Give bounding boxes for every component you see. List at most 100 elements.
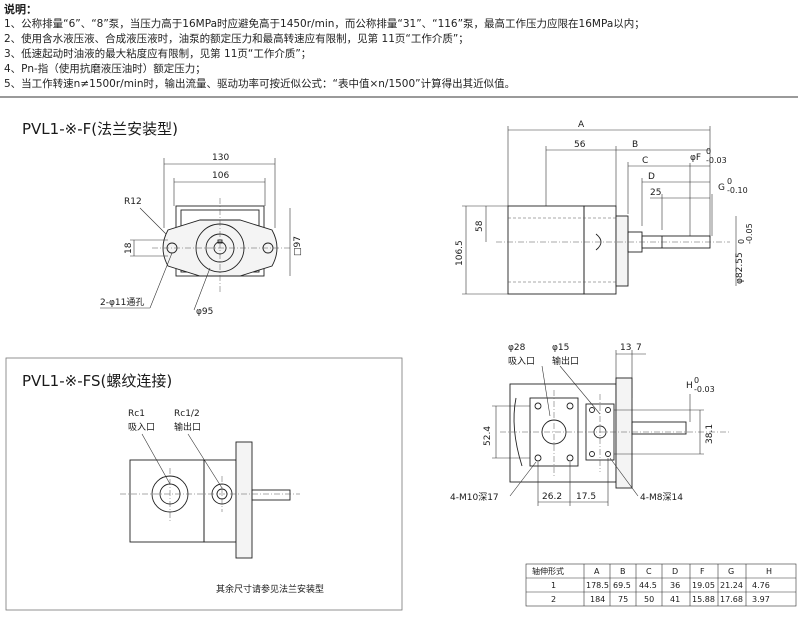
dim-holes-leader [149, 252, 173, 309]
dim-13-text: 13 [620, 343, 631, 353]
rc12-text: Rc1/2 [174, 409, 200, 419]
dim-d-text: D [648, 172, 655, 182]
table-cell-r1-f: 19.05 [692, 581, 715, 590]
table-header-h: H [766, 567, 772, 576]
table-cell-r1-g: 21.24 [720, 581, 743, 590]
note-line-5: 5、当工作转速n≠1500r/min时，输出流量、驱动功率可按近似公式：“表中值… [4, 78, 516, 90]
spec-table: 轴伸形式 A B C D F G H 1 178.5 69.5 44.5 36 … [525, 563, 797, 607]
side-flange [615, 215, 629, 287]
dim-h-tol: -0.03 [694, 385, 715, 394]
thread-footnote: 其余尺寸请参见法兰安装型 [216, 583, 324, 595]
outlet-bolt-3 [589, 451, 595, 457]
dim-106-text: 106 [212, 171, 229, 181]
rc1-text: Rc1 [128, 409, 145, 419]
table-cell-r2-shaft: 2 [551, 595, 556, 604]
dim-1065-text: 106.5 [455, 240, 465, 266]
dim-m10-text: 4-M10深17 [450, 492, 499, 503]
port-view: φ28 吸入口 φ15 输出口 13 7 H 0 -0.03 [450, 343, 730, 506]
table-header-d: D [672, 567, 678, 576]
dim-18-text: 18 [124, 242, 134, 254]
dim-m8-text: 4-M8深14 [640, 492, 683, 503]
dim-130-text: 130 [212, 153, 229, 163]
table-header-b: B [620, 567, 626, 576]
dim-58-text: 58 [475, 220, 485, 232]
dim-g-tol-up: 0 [727, 177, 732, 186]
note-line-4: 4、Pn-指（使用抗磨液压油时）额定压力； [4, 63, 206, 75]
inlet-bolt-2 [566, 402, 574, 410]
dim-8255-text: φ82.55 [735, 252, 745, 284]
notes-block: 说明： 1、公称排量“6”、“8”泵，当压力高于16MPa时应避免高于1450r… [4, 2, 796, 92]
table-cell-r2-d: 41 [670, 595, 680, 604]
table-header-shaft: 轴伸形式 [532, 566, 564, 576]
flange-view: PVL1-※-F(法兰安装型) 130 106 R12 18 [22, 120, 303, 317]
table-cell-r1-a: 178.5 [586, 581, 609, 590]
dim-175-text: 17.5 [576, 492, 596, 502]
table-cell-r1-shaft: 1 [551, 581, 556, 590]
port-shaft [631, 421, 687, 435]
table-header-c: C [646, 567, 652, 576]
rc1-label: 吸入口 [128, 422, 155, 433]
inlet-bolt-4 [566, 454, 574, 462]
dim-m8-leader [609, 457, 639, 497]
dim-f-tol-up: 0 [706, 147, 711, 156]
table-cell-r2-f: 15.88 [692, 595, 715, 604]
dim-7-text: 7 [636, 343, 642, 353]
section-separator [0, 96, 798, 98]
table-cell-r1-d: 36 [670, 581, 680, 590]
dim-h-text: H [686, 381, 693, 391]
dim-r12-leader [139, 207, 167, 235]
dim-97-text: □97 [293, 236, 303, 256]
note-line-3: 3、低速起动时油液的最大粘度应有限制，见第 11页“工作介质”； [4, 48, 312, 60]
table-cell-r2-c: 50 [644, 595, 654, 604]
dim-g-tol: -0.10 [727, 186, 748, 195]
outlet-bolt-1 [589, 407, 595, 413]
thread-body-rear [129, 459, 205, 543]
rc1-leader [141, 433, 171, 485]
outlet-leader [559, 365, 601, 415]
dim-f-text: φF [690, 153, 701, 163]
table-header-a: A [594, 567, 600, 576]
outlet-bolt-4 [605, 451, 611, 457]
side-body-front [583, 205, 617, 295]
thread-flange [235, 441, 253, 559]
outlet-label: 输出口 [552, 355, 579, 367]
thread-shaft [251, 489, 291, 501]
outlet-bolt-2 [605, 407, 611, 413]
table-cell-r2-g: 17.68 [720, 595, 743, 604]
dim-m10-leader [509, 461, 537, 497]
outlet-diameter-text: φ15 [552, 343, 569, 353]
table-cell-r2-b: 75 [618, 595, 628, 604]
table-cell-r1-b: 69.5 [613, 581, 631, 590]
side-view: A 56 B C D 25 106.5 [455, 120, 754, 295]
dim-b-text: B [632, 140, 638, 150]
table-header-g: G [728, 567, 734, 576]
rc12-leader [187, 433, 223, 489]
inlet-diameter-text: φ28 [508, 343, 526, 353]
rc12-label: 输出口 [174, 421, 201, 433]
thread-view: PVL1-※-FS(螺纹连接) Rc1 吸入口 Rc1/2 输出口 其余尺寸请参… [5, 357, 403, 611]
dim-h-tol-up: 0 [694, 376, 699, 385]
dim-25-text: 25 [650, 188, 661, 198]
table-cell-r2-a: 184 [590, 595, 605, 604]
thread-body-front [203, 459, 237, 543]
notes-title: 说明： [4, 3, 37, 16]
dim-95-text: φ95 [196, 307, 213, 317]
dim-381-text: 38.1 [705, 424, 715, 444]
dim-r12-text: R12 [124, 197, 142, 207]
dim-g-text: G [718, 183, 725, 193]
inlet-bolt-1 [534, 402, 542, 410]
dim-262-text: 26.2 [542, 492, 562, 502]
dim-56-text: 56 [574, 140, 586, 150]
dim-f-tol: -0.03 [706, 156, 727, 165]
table-header-f: F [700, 567, 705, 576]
dim-c-text: C [642, 156, 648, 166]
table-cell-r1-h: 4.76 [752, 581, 770, 590]
dim-8255-tol: -0.05 [745, 223, 754, 244]
note-line-1: 1、公称排量“6”、“8”泵，当压力高于16MPa时应避免高于1450r/min… [4, 18, 645, 30]
inlet-bolt-3 [534, 454, 542, 462]
inlet-leader [541, 365, 551, 417]
note-line-2: 2、使用含水液压液、合成液压液时，油泵的额定压力和最高转速应有限制，见第 11页… [4, 33, 469, 45]
dim-holes-text: 2-φ11通孔 [100, 297, 144, 308]
inlet-label: 吸入口 [508, 356, 535, 367]
port-body-curve [513, 397, 523, 467]
